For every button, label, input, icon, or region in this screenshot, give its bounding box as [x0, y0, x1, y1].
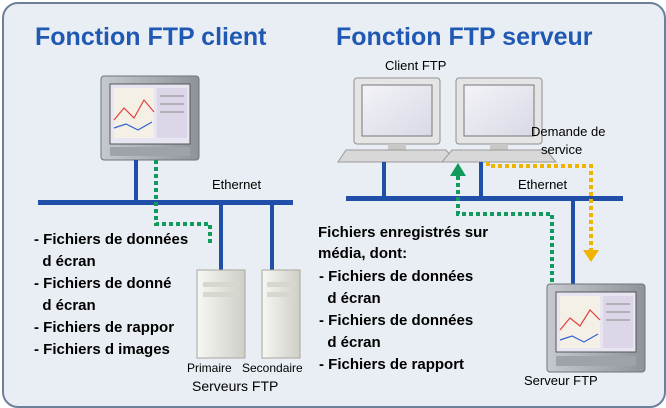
- client-pc-1: [337, 77, 458, 163]
- list-item: - Fichiers de données: [319, 312, 474, 329]
- servers-caption: Serveurs FTP: [192, 378, 279, 394]
- ftp-response-arrow: [456, 175, 554, 282]
- server-tower-primary: [196, 269, 246, 359]
- service-request-arrowhead: [583, 250, 599, 262]
- ftp-response-arrowhead: [450, 163, 466, 176]
- list-item: - Fichiers d images: [34, 341, 170, 358]
- list-item: - Fichiers de donné: [34, 275, 172, 292]
- client-ftp-label: Client FTP: [385, 58, 447, 73]
- client-pc-2: [440, 77, 558, 163]
- stored-files-heading-line2: média, dont:: [318, 245, 408, 262]
- title-ftp-client: Fonction FTP client: [35, 23, 267, 51]
- list-item: - Fichiers de données: [34, 231, 189, 248]
- list-item: - Fichiers de données: [319, 268, 474, 285]
- right-file-list: - Fichiers de données d écran - Fichiers…: [319, 266, 473, 376]
- ethernet-label-right: Ethernet: [518, 177, 568, 192]
- list-item: d écran: [319, 334, 381, 351]
- server-secondary-label: Secondaire: [242, 361, 303, 375]
- recorder-device-right: [546, 283, 646, 373]
- ftp-transfer-path-left: [154, 160, 212, 243]
- service-request-label-line1: Demande de: [531, 124, 606, 139]
- list-item: - Fichiers de rapport: [319, 356, 465, 373]
- list-item: - Fichiers de rappor: [34, 319, 175, 336]
- list-item: d écran: [34, 253, 96, 270]
- list-item: d écran: [319, 290, 381, 307]
- server-ftp-label: Serveur FTP: [524, 373, 598, 388]
- server-primary-label: Primaire: [187, 361, 232, 375]
- stored-files-heading-line1: Fichiers enregistrés sur: [318, 224, 489, 241]
- service-request-arrow: [486, 162, 593, 250]
- ethernet-bus-right: [346, 196, 623, 201]
- left-file-list: - Fichiers de données d écran - Fichiers…: [34, 229, 188, 361]
- recorder-device-left: [100, 75, 200, 161]
- ethernet-label-left: Ethernet: [212, 177, 262, 192]
- server-tower-secondary: [261, 269, 301, 359]
- ethernet-bus-left: [38, 200, 293, 205]
- title-ftp-server: Fonction FTP serveur: [336, 23, 593, 51]
- list-item: d écran: [34, 297, 96, 314]
- service-request-label-line2: service: [541, 142, 583, 157]
